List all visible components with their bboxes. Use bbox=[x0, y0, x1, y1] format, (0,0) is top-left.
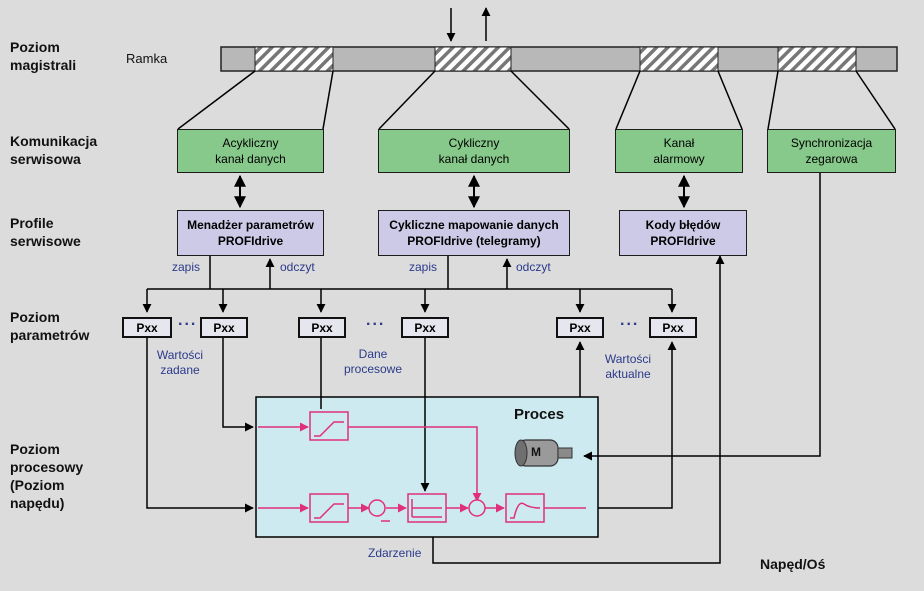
parameter-manager-box: Menadżer parametrów PROFIdrive bbox=[177, 210, 324, 256]
pxx-box-6: Pxx bbox=[649, 317, 697, 338]
process-data-label: Dane procesowe bbox=[343, 347, 403, 376]
event-label: Zdarzenie bbox=[368, 546, 422, 560]
ellipsis-2: ... bbox=[366, 312, 386, 329]
ellipsis-1: ... bbox=[178, 312, 198, 329]
summing-junction-1 bbox=[368, 499, 386, 517]
read-label-1: odczyt bbox=[280, 260, 315, 274]
process-title: Proces bbox=[514, 406, 565, 423]
level-label-service-comm: Komunikacja serwisowa bbox=[10, 133, 98, 167]
frame-label: Ramka bbox=[126, 51, 168, 66]
motor-icon bbox=[514, 439, 573, 467]
setpoints-label: Wartości zadane bbox=[156, 348, 204, 377]
bus-drop-arrows bbox=[142, 289, 677, 313]
acyclic-channel-box: Acykliczny kanał danych bbox=[177, 129, 324, 173]
bus-frame bbox=[220, 46, 898, 72]
cyclic-mapping-box: Cykliczne mapowanie danych PROFIdrive (t… bbox=[378, 210, 570, 256]
ellipsis-3: ... bbox=[620, 312, 640, 329]
pxx-box-1: Pxx bbox=[122, 317, 172, 338]
level-label-profiles: Profile serwisowe bbox=[10, 215, 81, 249]
funnel-lines bbox=[177, 70, 896, 130]
ramp-generator-1 bbox=[309, 411, 349, 441]
write-label-2: zapis bbox=[409, 260, 438, 274]
motor-letter: M bbox=[531, 445, 541, 459]
actual-values-label: Wartości aktualne bbox=[604, 352, 652, 381]
cyclic-channel-box: Cykliczny kanał danych bbox=[378, 129, 570, 173]
output-filter-block bbox=[505, 493, 545, 523]
clock-sync-box: Synchronizacja zegarowa bbox=[767, 129, 896, 173]
pxx-process-lines bbox=[146, 173, 821, 564]
level-label-bus: Poziom magistrali bbox=[10, 39, 77, 73]
drive-axis-label: Napęd/Oś bbox=[760, 556, 826, 572]
frame-segment-cyclic bbox=[434, 46, 512, 72]
pxx-box-5: Pxx bbox=[556, 317, 604, 338]
frame-segment-acyclic bbox=[254, 46, 334, 72]
write-label-1: zapis bbox=[172, 260, 201, 274]
read-label-2: odczyt bbox=[516, 260, 551, 274]
controller-block bbox=[407, 493, 447, 523]
summing-junction-2 bbox=[468, 499, 486, 517]
frame-segment-alarm bbox=[639, 46, 719, 72]
pxx-box-4: Pxx bbox=[401, 317, 449, 338]
error-codes-box: Kody błędów PROFIdrive bbox=[619, 210, 747, 256]
pxx-box-2: Pxx bbox=[200, 317, 248, 338]
frame-segment-clock bbox=[777, 46, 857, 72]
pxx-box-3: Pxx bbox=[298, 317, 346, 338]
signal-chain bbox=[258, 422, 586, 513]
level-label-process: Poziom procesowy (Poziom napędu) bbox=[10, 441, 84, 511]
ramp-generator-2 bbox=[309, 493, 349, 523]
parameter-bus bbox=[147, 256, 672, 290]
level-label-parameters: Poziom parametrów bbox=[10, 309, 90, 343]
alarm-channel-box: Kanał alarmowy bbox=[615, 129, 743, 173]
